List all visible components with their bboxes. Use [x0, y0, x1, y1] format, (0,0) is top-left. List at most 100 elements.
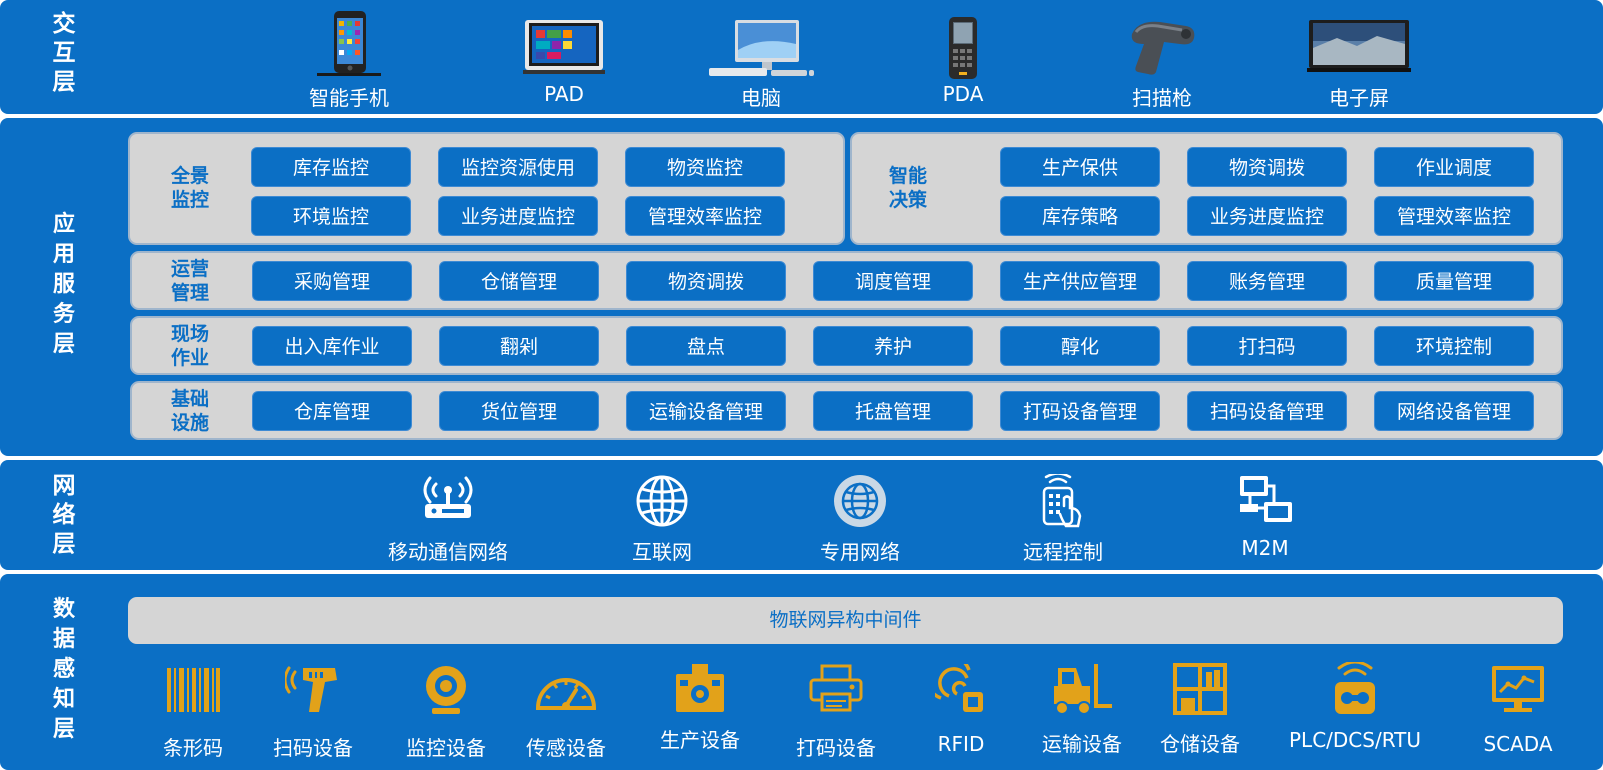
panel-intelligent-decision: 智能 决策 生产保供 物资调拨 作业调度 库存策略 业务进度监控 管理效率监控 [850, 132, 1563, 245]
forklift-icon [1050, 662, 1114, 720]
module-inventory-monitoring[interactable]: 库存监控 [251, 147, 411, 187]
app-service-layer-label: 应 用 服 务 层 [52, 212, 75, 357]
network-m2m: M2M [1235, 474, 1295, 564]
remote-control-icon [1038, 472, 1090, 534]
network-mobile: 移动通信网络 [388, 474, 508, 564]
iot-middleware-bar: 物联网异构中间件 [128, 597, 1563, 644]
module-transport-equipment[interactable]: 运输设备管理 [626, 391, 786, 431]
sensor-gauge: 传感设备 [526, 666, 606, 760]
module-printing-equipment[interactable]: 打码设备管理 [1000, 391, 1160, 431]
module-material-allocation[interactable]: 物资调拨 [626, 261, 786, 301]
module-material-allocation[interactable]: 物资调拨 [1187, 147, 1347, 187]
panel-field-operations: 现场 作业 出入库作业 翻剁 盘点 养护 醇化 打扫码 环境控制 [130, 316, 1563, 375]
sensor-label: 条形码 [163, 736, 223, 760]
device-scanner-gun: 扫描枪 [1118, 10, 1206, 110]
module-maintenance[interactable]: 养护 [813, 326, 973, 366]
module-warehouse-management[interactable]: 仓库管理 [252, 391, 412, 431]
module-production-supply[interactable]: 生产保供 [1000, 147, 1160, 187]
module-aging[interactable]: 醇化 [1000, 326, 1160, 366]
sensor-label: 运输设备 [1042, 732, 1122, 756]
module-progress-monitoring[interactable]: 业务进度监控 [1187, 196, 1347, 236]
device-display: 电子屏 [1307, 10, 1411, 110]
sensor-label: 扫码设备 [273, 736, 353, 760]
module-in-out-warehouse[interactable]: 出入库作业 [252, 326, 412, 366]
panel-operations-management: 运营 管理 采购管理 仓储管理 物资调拨 调度管理 生产供应管理 账务管理 质量… [130, 251, 1563, 310]
module-progress-monitoring[interactable]: 业务进度监控 [438, 196, 598, 236]
module-efficiency-monitoring[interactable]: 管理效率监控 [1374, 196, 1534, 236]
module-network-equipment[interactable]: 网络设备管理 [1374, 391, 1534, 431]
module-operation-scheduling[interactable]: 作业调度 [1374, 147, 1534, 187]
module-restacking[interactable]: 翻剁 [439, 326, 599, 366]
module-environment-control[interactable]: 环境控制 [1374, 326, 1534, 366]
pda-icon [942, 16, 984, 84]
module-scanning-equipment[interactable]: 扫码设备管理 [1187, 391, 1347, 431]
network-layer: 网 络 层 移动通信网络 [0, 460, 1603, 570]
sensor-scanner: 扫码设备 [273, 664, 353, 760]
sensor-label: 传感设备 [526, 736, 606, 760]
network-internet: 互联网 [632, 474, 692, 564]
network-remote-control: 远程控制 [1023, 472, 1103, 564]
device-label: 电脑 [741, 86, 781, 110]
category-label: 智能 决策 [888, 165, 927, 211]
rfid-icon [924, 653, 987, 720]
sensor-barcode: 条形码 [163, 666, 223, 760]
module-procurement[interactable]: 采购管理 [252, 261, 412, 301]
wireless-router-icon [422, 474, 474, 526]
module-resource-usage-monitoring[interactable]: 监控资源使用 [438, 147, 598, 187]
module-location-management[interactable]: 货位管理 [439, 391, 599, 431]
camera-icon [422, 664, 470, 720]
interaction-layer-label: 交 互 层 [52, 11, 76, 95]
module-accounting[interactable]: 账务管理 [1187, 261, 1347, 301]
desktop-computer-icon [707, 18, 815, 84]
sensor-printer: 打码设备 [796, 664, 876, 760]
module-production-supply-management[interactable]: 生产供应管理 [1000, 261, 1160, 301]
network-label: M2M [1241, 536, 1289, 560]
network-label: 移动通信网络 [388, 540, 508, 564]
category-label: 运营 管理 [170, 258, 209, 304]
plc-controller-icon [1331, 660, 1379, 720]
sensor-shelving: 仓储设备 [1160, 662, 1240, 756]
module-quality[interactable]: 质量管理 [1374, 261, 1534, 301]
network-layer-label: 网 络 层 [52, 473, 76, 557]
module-stocktaking[interactable]: 盘点 [626, 326, 786, 366]
module-dispatch-management[interactable]: 调度管理 [813, 261, 973, 301]
sensor-production: 生产设备 [660, 662, 740, 752]
display-screen-icon [1307, 18, 1411, 78]
sensor-camera: 监控设备 [406, 664, 486, 760]
data-perception-layer-label: 数 据 感 知 层 [52, 597, 75, 742]
network-private: 专用网络 [820, 474, 900, 564]
module-pallet-management[interactable]: 托盘管理 [813, 391, 973, 431]
tablet-icon [523, 18, 605, 80]
device-tablet: PAD [520, 10, 608, 110]
category-label: 现场 作业 [170, 323, 209, 369]
device-computer: 电脑 [709, 10, 814, 110]
machine-to-machine-icon [1238, 474, 1294, 530]
sensor-label: SCADA [1483, 732, 1553, 756]
sensor-label: 监控设备 [406, 736, 486, 760]
scada-monitor-icon [1490, 664, 1546, 718]
module-materials-monitoring[interactable]: 物资监控 [625, 147, 785, 187]
module-inventory-strategy[interactable]: 库存策略 [1000, 196, 1160, 236]
globe-icon [635, 474, 689, 532]
device-smartphone: 智能手机 [305, 10, 393, 110]
sensor-label: 生产设备 [660, 728, 740, 752]
device-label: 电子屏 [1329, 86, 1389, 110]
gauge-icon [534, 666, 598, 716]
network-label: 互联网 [632, 540, 692, 564]
device-pda: PDA [919, 10, 1007, 110]
sensor-scada: SCADA [1483, 664, 1553, 756]
module-warehousing[interactable]: 仓储管理 [439, 261, 599, 301]
module-efficiency-monitoring[interactable]: 管理效率监控 [625, 196, 785, 236]
sensor-plc: PLC/DCS/RTU [1289, 660, 1421, 752]
smartphone-icon [314, 10, 384, 82]
interaction-layer: 交 互 层 智能手机 [0, 0, 1603, 114]
module-code-scanning[interactable]: 打扫码 [1187, 326, 1347, 366]
sensor-label: PLC/DCS/RTU [1288, 728, 1421, 752]
sensor-label: 仓储设备 [1160, 732, 1240, 756]
printer-icon [808, 664, 864, 716]
panel-infrastructure: 基础 设施 仓库管理 货位管理 运输设备管理 托盘管理 打码设备管理 扫码设备管… [130, 381, 1563, 440]
device-label: PAD [544, 82, 584, 106]
module-environment-monitoring[interactable]: 环境监控 [251, 196, 411, 236]
barcode-icon [165, 666, 221, 718]
sensor-forklift: 运输设备 [1042, 662, 1122, 756]
